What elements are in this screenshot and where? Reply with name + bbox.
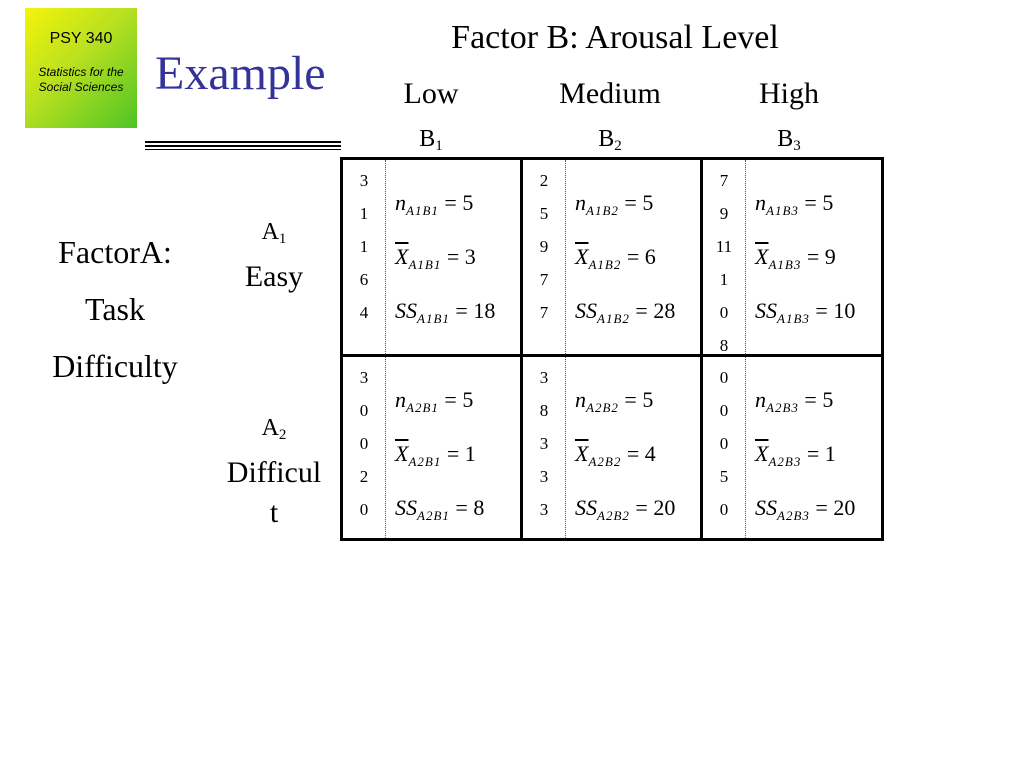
score-value: 2 [359, 467, 369, 486]
factor-b-code-1: B1 [419, 126, 443, 154]
slide-title: Example [155, 47, 326, 100]
cell-dotted-divider [565, 357, 566, 538]
score-value: 0 [359, 500, 369, 519]
score-value: 2 [539, 171, 549, 190]
cell-stats: nA1B3 = 5 XA1B3 = 9 SSA1B3 = 10 [755, 180, 900, 342]
stat-mean: XA2B3 = 1 [755, 441, 836, 469]
factor-a-title-line: Task [85, 291, 145, 327]
score-value: 3 [539, 434, 549, 453]
factor-b-level-low: Low [403, 77, 459, 110]
cell-stats: nA1B2 = 5 XA1B2 = 6 SSA1B2 = 28 [575, 180, 720, 342]
score-value: 3 [359, 368, 369, 387]
cell-dotted-divider [385, 160, 386, 354]
cell-stats: nA2B1 = 5 XA2B1 = 1 SSA2B1 = 8 [395, 377, 540, 539]
stat-mean: XA2B2 = 4 [575, 441, 656, 469]
score-value: 0 [719, 368, 729, 387]
factor-a-level-difficult: Difficul t [226, 456, 322, 529]
column-divider [520, 160, 523, 538]
score-value: 3 [539, 467, 549, 486]
score-value: 0 [719, 500, 729, 519]
stat-ss: SSA1B2 = 28 [575, 298, 676, 326]
stat-mean: XA1B3 = 9 [755, 244, 836, 272]
factor-a-code-2: A2 [261, 415, 287, 443]
factor-b-code-3: B3 [777, 126, 801, 154]
score-value: 6 [359, 270, 369, 289]
score-value: 11 [715, 237, 733, 256]
score-value: 3 [539, 500, 549, 519]
factor-a-title-line: FactorA: [58, 234, 172, 270]
score-value: 3 [359, 171, 369, 190]
factor-a-title-line: Difficulty [52, 348, 178, 384]
score-value: 0 [719, 401, 729, 420]
cell-dotted-divider [745, 357, 746, 538]
score-value: 1 [359, 204, 369, 223]
score-value: 7 [719, 171, 729, 190]
score-value: 0 [359, 401, 369, 420]
score-value: 9 [539, 237, 549, 256]
cell-scores: 3 1 1 6 4 [344, 164, 384, 329]
stat-ss: SSA2B1 = 8 [395, 495, 485, 523]
logo-subtitle: Statistics for the Social Sciences [38, 65, 124, 94]
stat-n: nA1B3 = 5 [755, 190, 834, 218]
stat-ss: SSA2B3 = 20 [755, 495, 856, 523]
course-logo: PSY 340 Statistics for the Social Scienc… [25, 8, 137, 128]
cell-stats: nA2B3 = 5 XA2B3 = 1 SSA2B3 = 20 [755, 377, 900, 539]
score-value: 3 [539, 368, 549, 387]
score-value: 7 [539, 303, 549, 322]
cell-stats: nA1B1 = 5 XA1B1 = 3 SSA1B1 = 18 [395, 180, 540, 342]
score-value: 7 [539, 270, 549, 289]
stat-n: nA2B1 = 5 [395, 387, 474, 415]
row-divider [343, 354, 881, 357]
stat-n: nA1B2 = 5 [575, 190, 654, 218]
score-value: 5 [539, 204, 549, 223]
score-value: 4 [359, 303, 369, 322]
factor-b-level-medium: Medium [559, 77, 661, 110]
cell-dotted-divider [385, 357, 386, 538]
stat-n: nA2B3 = 5 [755, 387, 834, 415]
stat-n: nA2B2 = 5 [575, 387, 654, 415]
score-value: 0 [359, 434, 369, 453]
score-value: 5 [719, 467, 729, 486]
cell-scores: 0 0 0 5 0 [704, 361, 744, 526]
stat-mean: XA1B2 = 6 [575, 244, 656, 272]
score-value: 8 [719, 336, 729, 355]
stat-mean: XA1B1 = 3 [395, 244, 476, 272]
cell-dotted-divider [565, 160, 566, 354]
score-value: 0 [719, 303, 729, 322]
factor-b-code-2: B2 [598, 126, 622, 154]
score-value: 1 [359, 237, 369, 256]
cell-scores: 2 5 9 7 7 [524, 164, 564, 329]
cell-stats: nA2B2 = 5 XA2B2 = 4 SSA2B2 = 20 [575, 377, 720, 539]
cell-scores: 3 8 3 3 3 [524, 361, 564, 526]
stat-ss: SSA1B3 = 10 [755, 298, 856, 326]
factor-a-code-1: A1 [261, 219, 287, 247]
stat-ss: SSA1B1 = 18 [395, 298, 496, 326]
factor-a-title: FactorA: Task Difficulty [30, 224, 200, 395]
cell-dotted-divider [745, 160, 746, 354]
stat-n: nA1B1 = 5 [395, 190, 474, 218]
score-value: 0 [719, 434, 729, 453]
score-value: 9 [719, 204, 729, 223]
score-value: 8 [539, 401, 549, 420]
title-rule [145, 141, 341, 150]
factor-b-level-high: High [759, 77, 819, 110]
stat-ss: SSA2B2 = 20 [575, 495, 676, 523]
score-value: 1 [719, 270, 729, 289]
logo-title: PSY 340 [49, 30, 113, 47]
factor-b-title: Factor B: Arousal Level [451, 19, 779, 56]
factor-a-level-easy: Easy [244, 260, 304, 293]
column-divider [700, 160, 703, 538]
stat-mean: XA2B1 = 1 [395, 441, 476, 469]
cell-scores: 3 0 0 2 0 [344, 361, 384, 526]
